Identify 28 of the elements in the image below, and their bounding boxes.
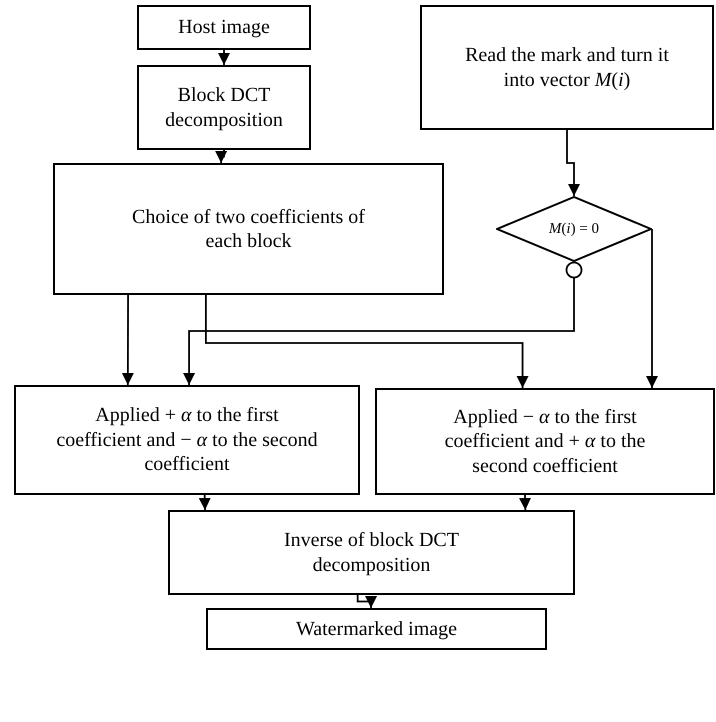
step-text: Choice of two coefficients of each block xyxy=(131,204,366,254)
decision-diamond xyxy=(496,196,652,262)
arrow xyxy=(566,130,580,196)
arrow xyxy=(218,50,230,65)
step-text: Applied + α to the first coefficient and − α to the second coefficient xyxy=(56,403,318,477)
process-box xyxy=(206,608,547,650)
step-text: Watermarked image xyxy=(296,616,458,642)
step-text: Host image xyxy=(178,15,270,40)
process-box xyxy=(137,65,311,150)
step-text: Block DCT decomposition xyxy=(164,83,284,132)
arrow xyxy=(122,295,134,385)
arrow xyxy=(183,262,582,385)
process-box xyxy=(14,385,360,495)
arrow xyxy=(215,150,228,163)
arrow xyxy=(519,494,532,510)
process-box xyxy=(53,163,444,295)
arrow xyxy=(356,595,378,608)
arrow xyxy=(204,295,529,388)
process-box xyxy=(420,5,714,130)
process-box xyxy=(375,388,715,495)
process-box xyxy=(168,510,575,595)
arrow xyxy=(646,229,658,388)
arrow xyxy=(198,494,211,510)
step-text: Read the mark and turn it into vector M(i) xyxy=(464,43,670,92)
condition-text: M(i) = 0 xyxy=(548,220,600,238)
step-text: Applied − α to the first coefficient and + α to the second coefficient xyxy=(444,404,646,478)
step-text: Inverse of block DCT decomposition xyxy=(283,528,460,577)
process-box xyxy=(137,5,311,50)
